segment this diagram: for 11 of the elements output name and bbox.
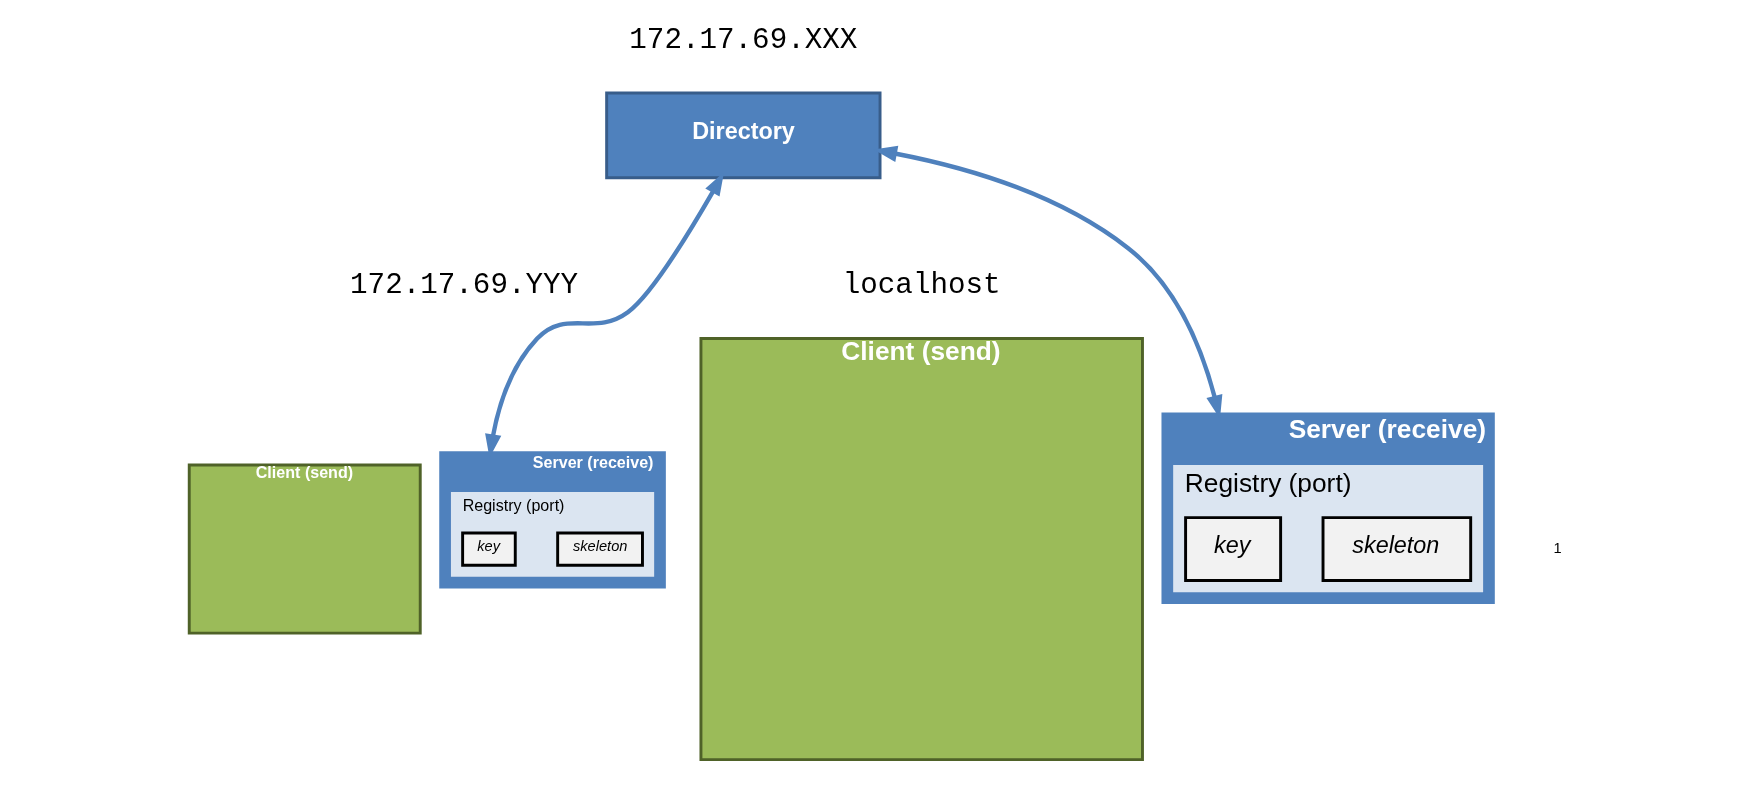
label: 172.17.69.YYY [349,269,578,303]
label: 1 [1553,539,1562,556]
node-box: Client (send) [699,337,1144,762]
node-box: Directory [604,91,881,180]
label: localhost [842,269,1001,303]
node-box: skeleton [555,531,644,567]
node-box: skeleton [1321,516,1472,582]
node-box: key [1183,516,1282,582]
node-box: Client (send) [187,463,422,635]
node-box: key [460,531,517,567]
label: 172.17.69.XXX [628,23,857,57]
